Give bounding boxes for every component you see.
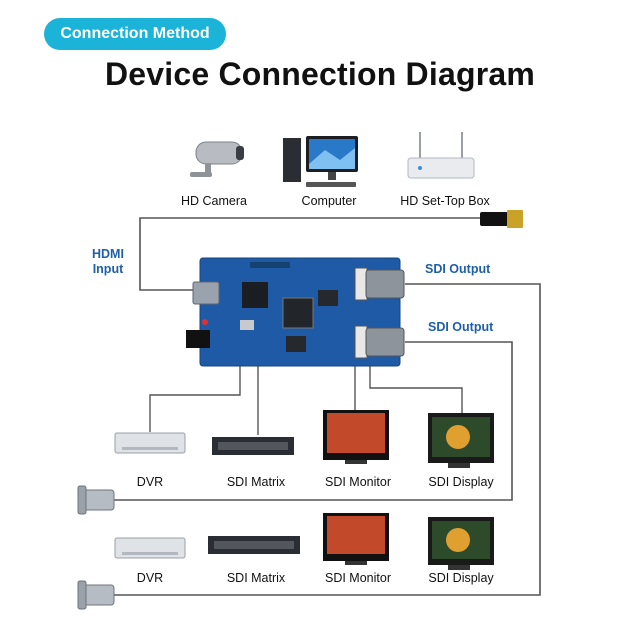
sdi-matrix-icon-2 [208,536,300,554]
row2-label-sdi-monitor: SDI Monitor [325,571,391,585]
computer-icon [283,136,358,187]
row2-label-sdi-display: SDI Display [428,571,494,585]
row2-label-dvr: DVR [136,571,164,585]
sdi-display-icon-1 [428,413,494,468]
hdmi-input-line1: HDMI [92,247,124,261]
drop-sdi-display [369,365,463,413]
sdi-display-icon-2 [428,517,494,570]
hd-camera-icon [190,141,244,177]
row1-label-sdi-matrix: SDI Matrix [226,475,286,489]
connection-method-badge: Connection Method [44,18,226,50]
sdi-output-label-2: SDI Output [428,320,494,334]
row1-label-sdi-display: SDI Display [428,475,494,489]
set-top-box-icon [407,132,475,179]
sdi-monitor-icon-2 [323,513,389,565]
hdmi-cable [139,217,505,291]
dvr-icon-1 [114,432,186,454]
bnc-connector-icon-2 [77,580,115,610]
sdi-matrix-icon-1 [212,437,294,455]
sdi-cable-2 [110,341,513,501]
hdmi-plug-icon [480,210,523,228]
row1-label-sdi-monitor: SDI Monitor [325,475,391,489]
hdmi-input-line2: Input [92,262,124,276]
bnc-connector-icon-1 [77,485,115,515]
hdmi-input-label: HDMI Input [92,247,124,277]
label-hd-camera: HD Camera [181,194,247,208]
sdi-output-label-1: SDI Output [425,262,491,276]
label-computer: Computer [301,194,357,208]
row2-label-sdi-matrix: SDI Matrix [226,571,286,585]
label-hd-set-top-box: HD Set-Top Box [400,194,490,208]
sdi-cable-1 [110,283,541,596]
page-title: Device Connection Diagram [105,56,535,92]
dvr-icon-2 [114,537,186,559]
drop-dvr [149,365,241,432]
sdi-monitor-icon-1 [323,410,389,464]
capture-board [186,257,405,367]
row1-label-dvr: DVR [136,475,164,489]
